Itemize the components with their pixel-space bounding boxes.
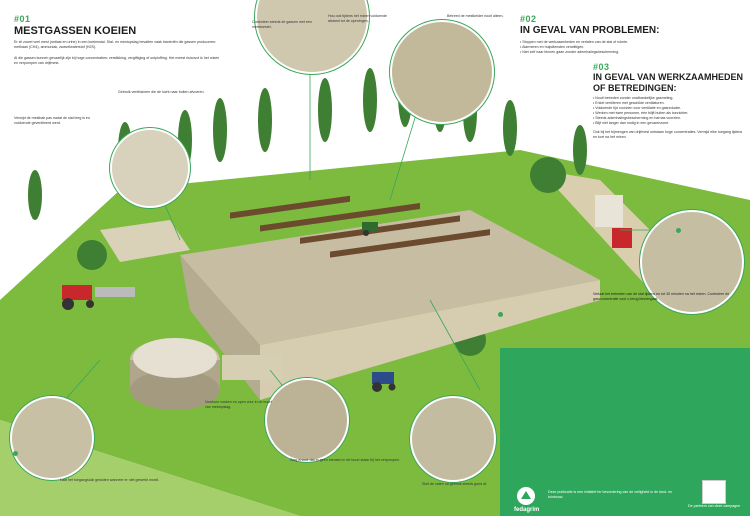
manure-silo (130, 338, 220, 410)
partner-logo (702, 480, 726, 504)
section1-number: #01 (14, 14, 31, 24)
callout-dot (498, 312, 503, 317)
section3-list: Nooit betreden zonder onafhankelijke gas… (593, 96, 743, 126)
callout-text: Controleer steeds de gassen met een meet… (252, 20, 312, 29)
callout-text: Gebruik ventilatoren die de lucht naar b… (118, 90, 205, 94)
callout-text: Sluit de vaten na gebruik steeds goed af… (422, 482, 488, 486)
section3-bullet: Nooit betreden zonder onafhankelijke gas… (593, 96, 743, 101)
callout-text: Verwijd de mestbak pas nadat de stal lee… (14, 116, 90, 125)
callout-text: Voorkom vonken en open vuur in de buurt … (205, 400, 272, 409)
section3-bullet: Blijf niet langer dan nodig in een gevar… (593, 121, 743, 126)
callout-text: Betreed de mestkelder nooit alleen. (447, 14, 504, 18)
section3-number: #03 (593, 62, 610, 72)
section1-title: MESTGASSEN KOEIEN (14, 25, 137, 37)
callout-circle-truck (640, 210, 744, 314)
tractor-green-icon (362, 222, 378, 236)
callout-circle-pit (410, 396, 496, 482)
section1-intro: Er zit zowel veel mest (ontlast en urine… (14, 40, 217, 49)
section3-bullet: Werken met twee personen, één blijft bui… (593, 111, 743, 116)
section1-body: Al die gassen kunnen gevaarlijk zijn bij… (14, 56, 220, 65)
callout-circle-grate (265, 378, 349, 462)
section3-bullet: Voldoende tijd voorzien voor ventilatie … (593, 106, 743, 111)
fedagrim-logo-icon (514, 484, 538, 508)
section3-bullet: Steeds ademhalingsbescherming en harnas … (593, 116, 743, 121)
cow-rows (230, 195, 490, 258)
callout-text: Laat het toegangsluik gesloten wanneer e… (60, 478, 159, 482)
section2-title: IN GEVAL VAN PROBLEMEN: (520, 25, 660, 36)
section2-bullet: Alarmeren en hulpdiensten verwittigen. (520, 45, 740, 50)
barn-floor (180, 210, 600, 345)
section3-bullet: Enkel ventileren met geschikte ventilato… (593, 101, 743, 106)
footer-note: Deze publicatie is een initiatief ter be… (548, 490, 673, 499)
section3-title-line2: OF BETREDINGEN: (593, 83, 677, 93)
callout-circle-lagoon (10, 396, 94, 480)
tanker-truck-icon (595, 195, 632, 248)
callout-circle-storage (110, 128, 190, 208)
section3-extra: Ook bij het bijmengen van drijfmest onts… (593, 130, 743, 139)
tractor-red-icon (62, 285, 135, 310)
callout-text: Zorg ervoor dat er geen mensen in de buu… (290, 458, 400, 462)
tractor-blue-icon (372, 372, 396, 392)
green-panel-text: Verlaat het betreden van de stal tijdens… (593, 292, 730, 301)
section2-list: Stoppen met de werkzaamheden en verlaten… (520, 40, 740, 55)
callout-dot (676, 228, 681, 233)
fedagrim-logo-text: fedagrim (514, 507, 540, 513)
callout-circle-cows (390, 20, 494, 124)
callout-text: Hou ook tijdens het mixen voldoende afst… (328, 14, 387, 23)
section3-title-line1: IN GEVAL VAN WERKZAAMHEDEN (593, 72, 744, 82)
section2-number: #02 (520, 14, 537, 24)
section2-bullet: Stoppen met de werkzaamheden en verlaten… (520, 40, 740, 45)
callout-dot (13, 451, 18, 456)
section2-bullet: Niet zelf naar binnen gaan zonder ademha… (520, 50, 740, 55)
storage-building (100, 220, 190, 262)
barn-wall-front (260, 280, 600, 400)
partner-text: De partners van deze campagne (688, 504, 741, 508)
container (222, 355, 282, 380)
